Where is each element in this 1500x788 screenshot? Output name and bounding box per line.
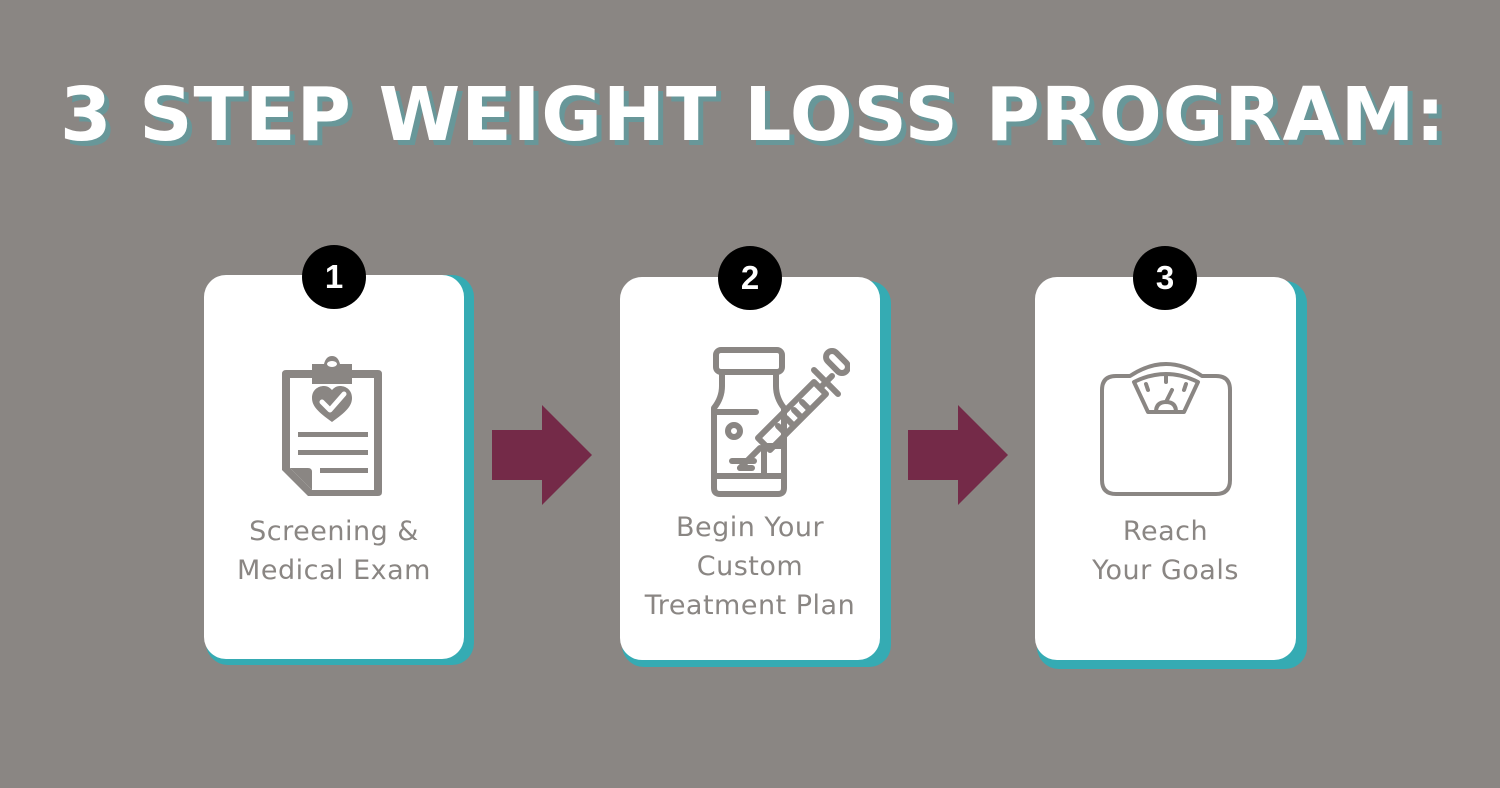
step-label: Begin Your Custom Treatment Plan <box>620 508 880 625</box>
step-number-badge: 2 <box>718 246 782 310</box>
label-line: Medical Exam <box>237 555 431 586</box>
step-number-badge: 3 <box>1133 246 1197 310</box>
label-line: Treatment Plan <box>644 590 856 621</box>
label-line: Custom <box>696 551 804 582</box>
step-label: Screening & Medical Exam <box>204 512 464 590</box>
step-number-badge: 1 <box>302 245 366 309</box>
card <box>204 275 464 659</box>
label-line: Reach <box>1122 516 1209 547</box>
label-line: Begin Your <box>675 512 825 543</box>
label-line: Your Goals <box>1092 555 1239 586</box>
page-title: 3 STEP WEIGHT LOSS PROGRAM: <box>60 72 1446 158</box>
label-line: Screening & <box>249 516 419 547</box>
arrow-right-icon <box>492 405 592 505</box>
bathroom-scale-icon <box>1100 362 1232 496</box>
clipboard-heart-check-icon <box>282 356 382 496</box>
card <box>1035 277 1296 660</box>
arrow-right-icon <box>908 405 1008 505</box>
vial-syringe-icon <box>711 347 850 497</box>
step-label: Reach Your Goals <box>1035 512 1296 590</box>
